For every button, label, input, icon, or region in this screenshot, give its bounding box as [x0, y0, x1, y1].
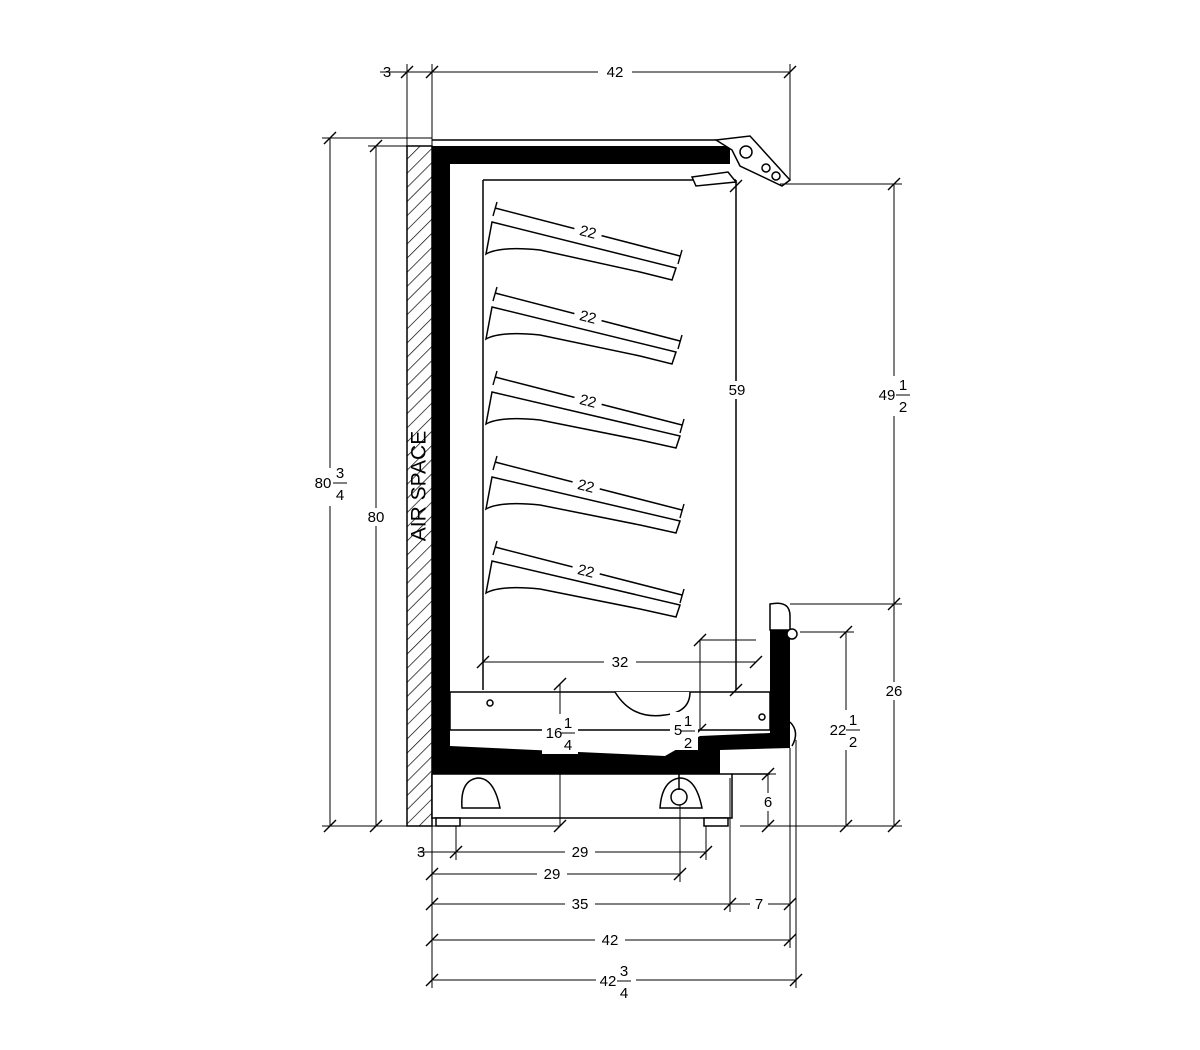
canopy-light: [690, 171, 738, 187]
dim-32: 32: [612, 654, 629, 671]
shelf: [484, 376, 683, 449]
dim-top-3: 3: [383, 64, 391, 81]
shelf: [484, 292, 681, 365]
dim-49-1-2-num: 1: [899, 377, 907, 394]
base-insulation: [432, 630, 790, 774]
dim-59: 59: [729, 382, 746, 399]
air-space-wall: [406, 145, 433, 827]
dim-5-1-2-den: 2: [684, 735, 692, 752]
shelf: [484, 546, 683, 618]
dim-bottom-3: 3: [417, 844, 425, 861]
dim-22-1-2-num: 1: [849, 712, 857, 729]
dim-26: 26: [886, 683, 903, 700]
dim-bottom-29-a: 29: [572, 844, 589, 861]
dim-top-42: 42: [607, 64, 624, 81]
dim-42-3-4-den: 4: [620, 985, 628, 1002]
dim-16-1-4-den: 4: [564, 737, 572, 754]
dim-16-1-4-num: 1: [564, 715, 572, 732]
shelves: [484, 207, 683, 618]
dim-5-1-2-whole: 5: [674, 722, 682, 739]
air-space-label: AIR SPACE: [408, 431, 431, 541]
dimension-labels: 42 3 80 3 4 80 22 22 22 22 22 59 49 1 2 …: [310, 63, 914, 1002]
dim-bottom-35: 35: [572, 896, 589, 913]
base-foot-left: [461, 777, 501, 809]
dim-80-3-4-num: 3: [336, 465, 344, 482]
dim-22-1-2-den: 2: [849, 734, 857, 751]
dim-80: 80: [368, 509, 385, 526]
dim-49-1-2-whole: 49: [879, 387, 896, 404]
dim-shelf-22-3: 22: [578, 391, 598, 412]
dim-16-1-4-whole: 16: [546, 725, 563, 742]
dim-22-1-2-whole: 22: [830, 722, 847, 739]
dim-5-1-2-num: 1: [684, 713, 692, 730]
dim-42-3-4-num: 3: [620, 963, 628, 980]
dim-6: 6: [764, 794, 772, 811]
dim-shelf-22-4: 22: [576, 476, 596, 497]
dim-42-3-4-whole: 42: [600, 973, 617, 990]
dim-80-3-4-den: 4: [336, 487, 344, 504]
dim-80-3-4-whole: 80: [315, 475, 332, 492]
front-riser-cap: [769, 602, 791, 631]
dim-bottom-42: 42: [602, 932, 619, 949]
dim-bottom-29-b: 29: [544, 866, 561, 883]
dim-49-1-2-den: 2: [899, 399, 907, 416]
dim-shelf-22-5: 22: [576, 561, 596, 582]
shelf: [484, 461, 683, 534]
shelf: [484, 207, 681, 281]
dim-bottom-7: 7: [755, 896, 763, 913]
deck-pan: [449, 691, 771, 731]
dimension-lines: [322, 64, 902, 988]
air-curtain-nozzle: [713, 135, 792, 187]
case-body: [406, 135, 798, 827]
dim-shelf-22-1: 22: [578, 222, 598, 243]
dim-shelf-22-2: 22: [578, 307, 598, 328]
